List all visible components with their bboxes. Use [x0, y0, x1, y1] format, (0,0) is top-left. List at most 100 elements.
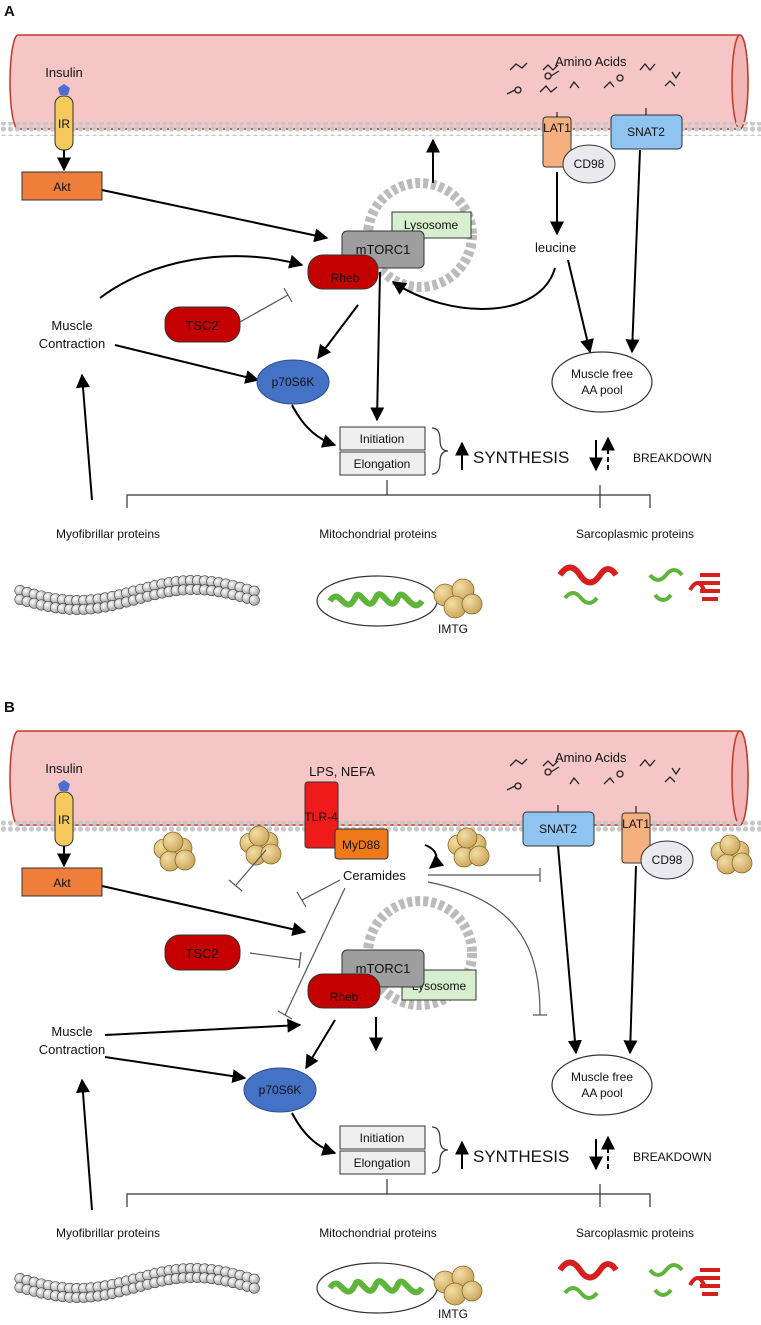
p70s6k-label: p70S6K: [272, 375, 315, 389]
tsc2-label: TSC2: [185, 946, 218, 961]
p70s6k-label: p70S6K: [259, 1083, 302, 1097]
muscle-contraction-label-line1: Muscle: [51, 1024, 92, 1039]
muscle-contraction-label-line2: Contraction: [39, 336, 105, 351]
myofibril-bead: [248, 1282, 260, 1294]
snat2-label: SNAT2: [539, 822, 577, 836]
tsc2-label: TSC2: [185, 318, 218, 333]
aa-pool-node: [551, 1054, 653, 1116]
sarcoplasmic-label: Sarcoplasmic proteins: [576, 1226, 694, 1240]
tsc2-node: [164, 934, 241, 971]
myofibril-chain: [14, 1263, 260, 1303]
muscle-contraction-label-line1: Muscle: [51, 318, 92, 333]
imtg-label: IMTG: [438, 622, 468, 636]
aa-pool-label-line2: AA pool: [581, 1086, 622, 1100]
breakdown-label: BREAKDOWN: [633, 1150, 712, 1164]
snat2-label: SNAT2: [627, 125, 665, 139]
lipid-droplet: [731, 852, 753, 874]
myofibrillar-label: Myofibrillar proteins: [56, 1226, 160, 1240]
aa-pool-label-line1: Muscle free: [571, 367, 633, 381]
panel-b: B Amino Acids Insulin IR Akt LPS, NEFA T…: [0, 699, 761, 1321]
insulin-molecule-icon: [58, 780, 70, 791]
rheb-node: [307, 254, 379, 290]
myd88-label: MyD88: [342, 838, 380, 852]
akt-label: Akt: [53, 180, 71, 194]
lipid-droplet: [468, 845, 490, 867]
lat1-label: LAT1: [543, 121, 571, 135]
leucine-label: leucine: [535, 240, 576, 255]
insulin-label: Insulin: [45, 65, 83, 80]
cd98-label: CD98: [652, 853, 683, 867]
lipid-droplet: [162, 831, 184, 853]
insulin-label: Insulin: [45, 761, 83, 776]
panel-a: A Amino Acids Insulin IR Akt LAT1: [0, 3, 761, 636]
tsc2-node: [164, 306, 241, 343]
lipid-droplet: [260, 843, 282, 865]
lysosome-label: Lysosome: [404, 218, 459, 232]
elongation-label: Elongation: [354, 1156, 411, 1170]
lipid-droplet: [456, 827, 478, 849]
elongation-box: [339, 1150, 426, 1175]
lat1-label: LAT1: [622, 817, 650, 831]
breakdown-label: BREAKDOWN: [633, 451, 712, 465]
p70s6k-node: [243, 1067, 317, 1113]
panel-letter: B: [4, 699, 15, 716]
ir-label: IR: [58, 813, 70, 827]
akt-box: [21, 867, 103, 897]
sarcoplasmic-protein-structures: [557, 1259, 720, 1300]
aa-pool-label-line1: Muscle free: [571, 1070, 633, 1084]
mitochondrial-label: Mitochondrial proteins: [319, 527, 436, 541]
amino-acids-label: Amino Acids: [555, 750, 627, 765]
sarcoplasmic-protein-structures: [557, 564, 720, 605]
insulin-molecule-icon: [58, 84, 70, 95]
mtorc1-label: mTORC1: [356, 961, 411, 976]
tlr4-label: TLR-4: [304, 810, 338, 824]
p70s6k-node: [256, 359, 330, 405]
myofibrillar-label: Myofibrillar proteins: [56, 527, 160, 541]
amino-acid-glyphs: [506, 758, 681, 791]
imtg-lipid-droplets: [433, 578, 483, 619]
myofibril-bead: [248, 594, 260, 606]
lipid-droplets: [153, 825, 753, 875]
elongation-label: Elongation: [354, 457, 411, 471]
ir-label: IR: [58, 117, 70, 131]
aa-pool-label-line2: AA pool: [581, 383, 622, 397]
synthesis-label: SYNTHESIS: [473, 1147, 569, 1166]
rheb-label: Rheb: [331, 271, 360, 285]
cd98-protein: [640, 840, 694, 880]
myd88-box: [334, 828, 389, 860]
imtg-label: IMTG: [438, 1307, 468, 1321]
mitochondrial-label: Mitochondrial proteins: [319, 1226, 436, 1240]
mtorc1-label: mTORC1: [356, 242, 411, 257]
cd98-label: CD98: [574, 157, 605, 171]
rheb-node: [307, 973, 381, 1009]
amino-acids-label: Amino Acids: [555, 54, 627, 69]
initiation-label: Initiation: [360, 1131, 405, 1145]
muscle-contraction-label-line2: Contraction: [39, 1042, 105, 1057]
sarcoplasmic-label: Sarcoplasmic proteins: [576, 527, 694, 541]
ceramides-label: Ceramides: [343, 868, 406, 883]
tlr4-receptor: [304, 781, 339, 849]
blood-vessel: [9, 730, 749, 826]
lipid-droplet: [174, 849, 196, 871]
akt-label: Akt: [53, 876, 71, 890]
aa-pool-node: [551, 351, 653, 413]
myofibril-chain: [14, 575, 260, 615]
lysosome-label: Lysosome: [412, 979, 467, 993]
elongation-box: [339, 451, 426, 476]
cd98-protein: [562, 144, 616, 184]
rheb-label: Rheb: [330, 990, 359, 1004]
akt-box: [21, 171, 103, 201]
mitochondrion: [316, 575, 438, 627]
mitochondrion: [316, 1262, 438, 1314]
lps-nefa-label: LPS, NEFA: [309, 764, 375, 779]
amino-acid-glyphs: [506, 62, 681, 95]
initiation-label: Initiation: [360, 432, 405, 446]
lipid-droplet: [248, 825, 270, 847]
panel-letter: A: [4, 3, 15, 20]
lipid-droplet: [719, 834, 741, 856]
initiation-box: [339, 1125, 426, 1150]
synthesis-label: SYNTHESIS: [473, 448, 569, 467]
imtg-lipid-droplets: [433, 1265, 483, 1306]
initiation-box: [339, 426, 426, 451]
